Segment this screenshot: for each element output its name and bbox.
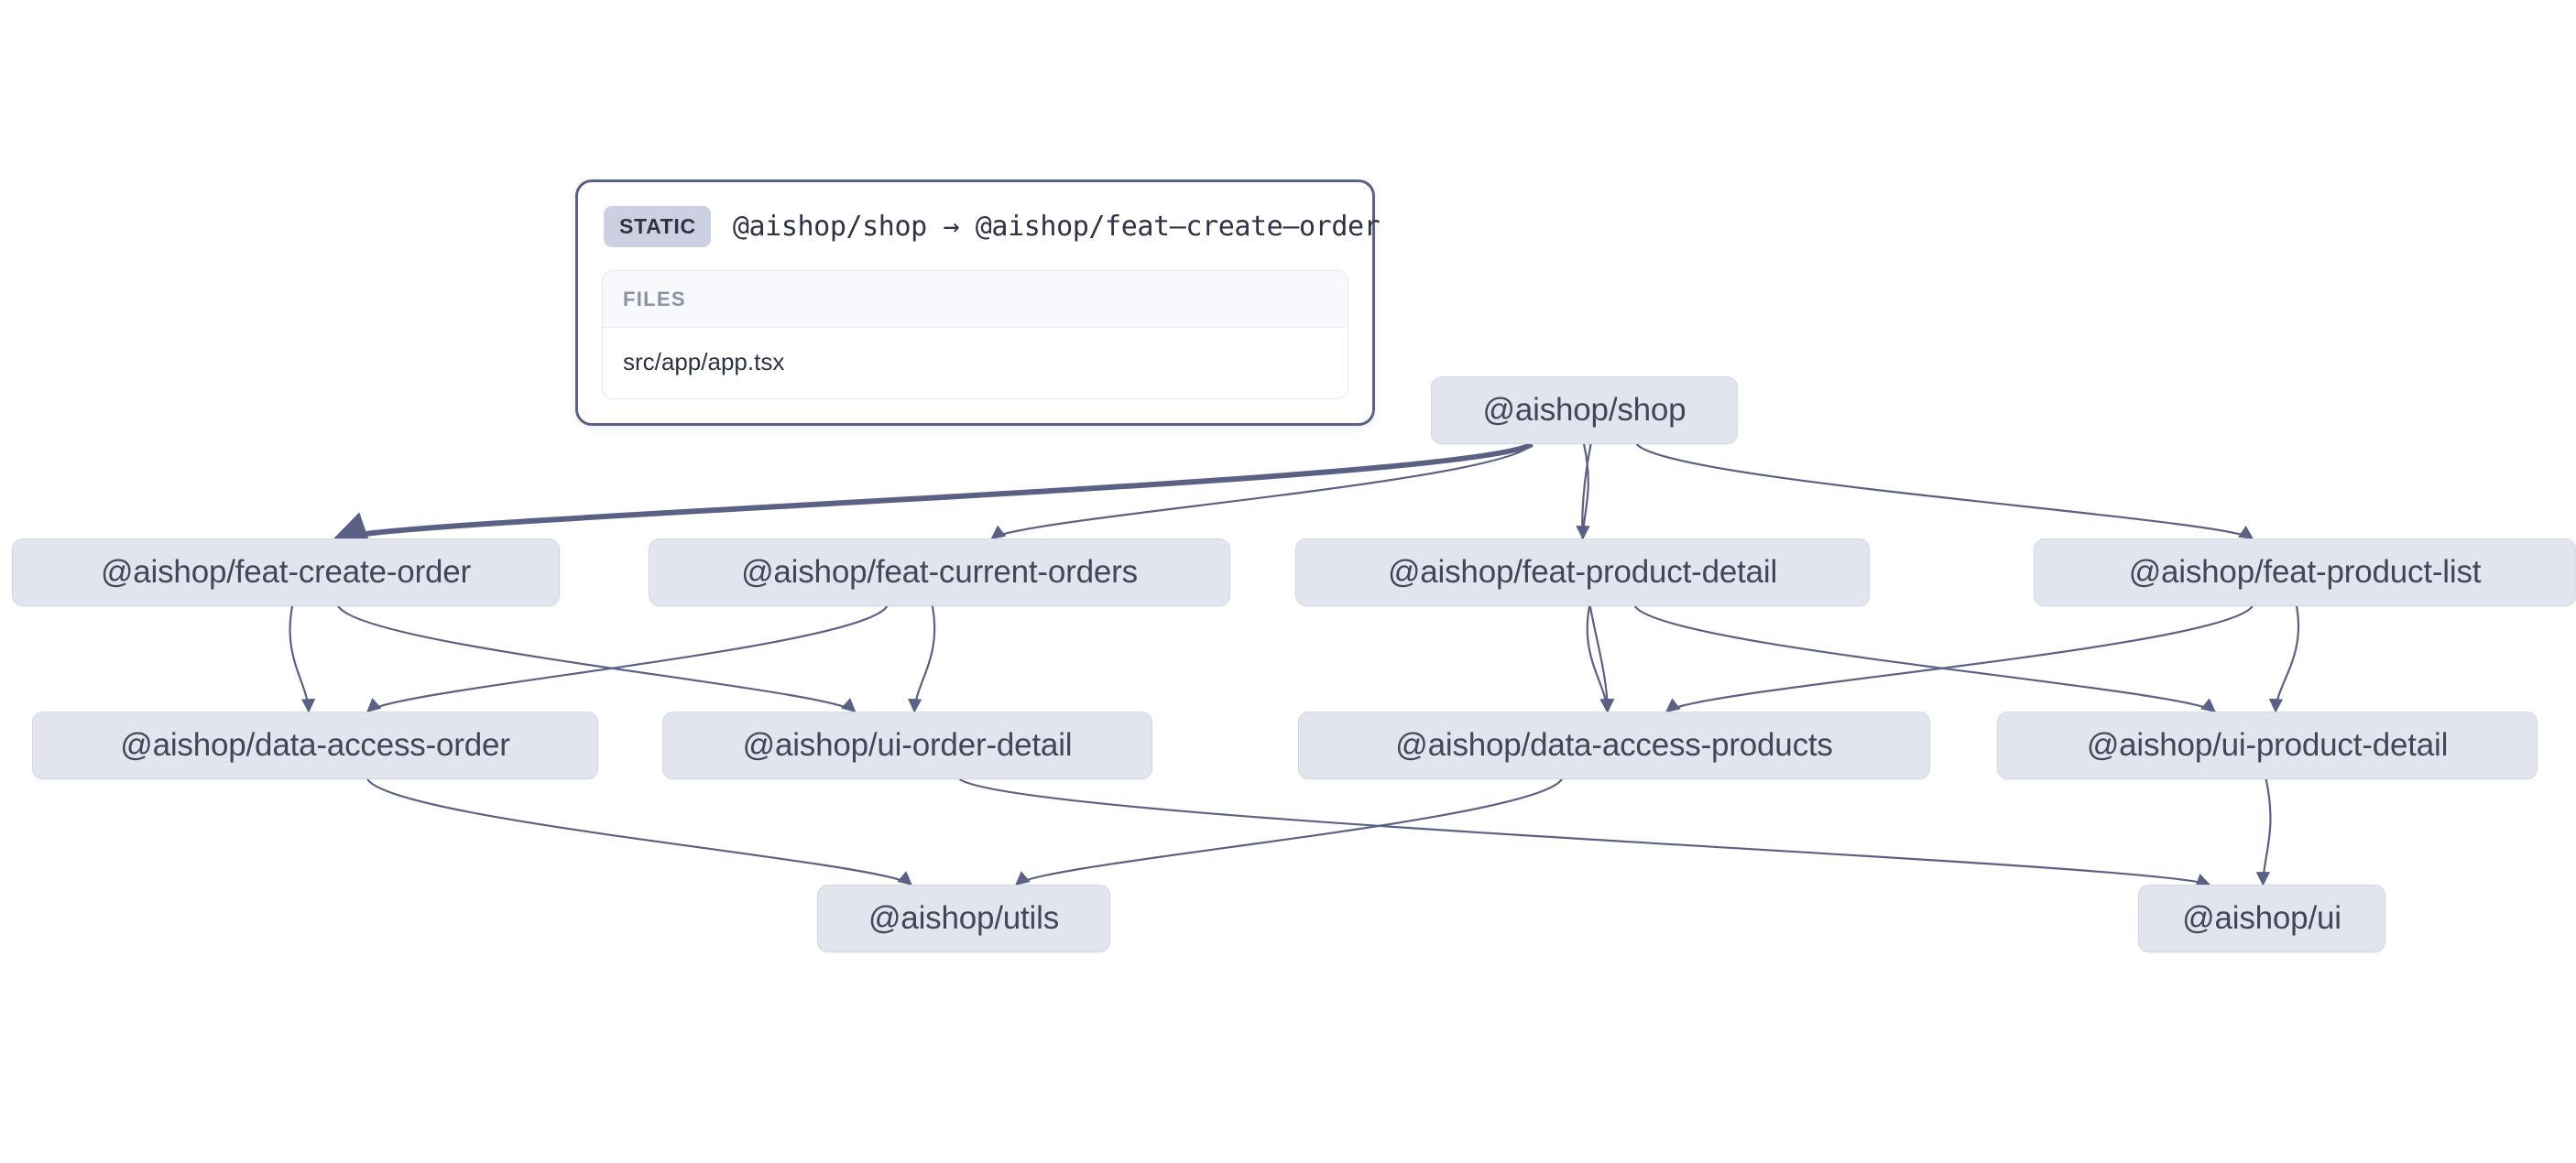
graph-edge-feat-product-detail-to-ui-product-detail[interactable] xyxy=(1633,605,2217,712)
graph-node-data-access-products[interactable]: @aishop/data-access-products xyxy=(1298,712,1930,779)
graph-node-utils[interactable]: @aishop/utils xyxy=(817,885,1110,952)
graph-edge-feat-current-orders-to-data-access-order[interactable] xyxy=(366,605,889,713)
graph-node-label: @aishop/ui xyxy=(2182,900,2341,936)
graph-edge-ui-order-detail-to-ui[interactable] xyxy=(959,778,2211,887)
tooltip-header: STATIC @aishop/shop → @aishop/feat–creat… xyxy=(602,202,1381,247)
file-list-item[interactable]: src/app/app.tsx xyxy=(603,328,1348,398)
graph-node-label: @aishop/feat-product-list xyxy=(2128,554,2482,590)
graph-edge-shop-to-feat-current-orders[interactable] xyxy=(990,443,1534,539)
graph-edge-feat-current-orders-to-ui-order-detail[interactable] xyxy=(907,605,936,713)
graph-edge-shop-to-feat-create-order[interactable] xyxy=(331,441,1534,547)
graph-node-ui-order-detail[interactable]: @aishop/ui-order-detail xyxy=(662,712,1152,779)
graph-node-data-access-order[interactable]: @aishop/data-access-order xyxy=(32,712,598,779)
graph-node-label: @aishop/utils xyxy=(868,900,1060,936)
graph-edge-shop-to-feat-product-detail[interactable] xyxy=(1576,443,1590,540)
graph-edge-feat-product-detail-to-data-access-products[interactable] xyxy=(1586,605,1614,713)
graph-node-label: @aishop/ui-order-detail xyxy=(742,727,1073,763)
graph-node-feat-create-order[interactable]: @aishop/feat-create-order xyxy=(12,538,560,606)
graph-edge-ui-product-detail-to-ui[interactable] xyxy=(2255,778,2272,886)
graph-node-label: @aishop/data-access-products xyxy=(1395,727,1833,763)
graph-node-ui-product-detail[interactable]: @aishop/ui-product-detail xyxy=(1997,712,2538,779)
graph-node-feat-product-list[interactable]: @aishop/feat-product-list xyxy=(2034,538,2576,606)
files-section-header: FILES xyxy=(603,271,1348,328)
graph-edge-data-access-products-to-utils[interactable] xyxy=(1015,778,1563,886)
edge-tooltip-card[interactable]: STATIC @aishop/shop → @aishop/feat–creat… xyxy=(575,179,1381,426)
graph-edge-feat-create-order-to-data-access-order[interactable] xyxy=(289,605,316,713)
graph-node-label: @aishop/feat-create-order xyxy=(100,554,472,590)
graph-node-shop[interactable]: @aishop/shop xyxy=(1431,376,1738,444)
graph-node-label: @aishop/shop xyxy=(1482,392,1686,428)
graph-node-label: @aishop/data-access-order xyxy=(120,727,510,763)
tooltip-title: @aishop/shop → @aishop/feat–create–order xyxy=(732,211,1381,243)
tooltip-files-panel: FILES src/app/app.tsx xyxy=(602,270,1348,399)
graph-node-feat-product-detail[interactable]: @aishop/feat-product-detail xyxy=(1295,538,1870,606)
graph-edge-feat-create-order-to-ui-order-detail[interactable] xyxy=(337,605,857,713)
graph-node-label: @aishop/feat-product-detail xyxy=(1387,554,1778,590)
static-badge: STATIC xyxy=(604,206,711,247)
graph-node-ui[interactable]: @aishop/ui xyxy=(2138,885,2385,952)
graph-edge-feat-product-list-to-data-access-products[interactable] xyxy=(1665,605,2254,712)
graph-node-label: @aishop/feat-current-orders xyxy=(741,554,1138,590)
graph-edge-feat-product-list-to-ui-product-detail[interactable] xyxy=(2268,605,2300,713)
graph-node-label: @aishop/ui-product-detail xyxy=(2086,727,2449,763)
graph-edge-shop-to-feat-product-list[interactable] xyxy=(1635,443,2254,539)
graph-edge-data-access-order-to-utils[interactable] xyxy=(366,778,912,886)
graph-node-feat-current-orders[interactable]: @aishop/feat-current-orders xyxy=(649,538,1230,606)
